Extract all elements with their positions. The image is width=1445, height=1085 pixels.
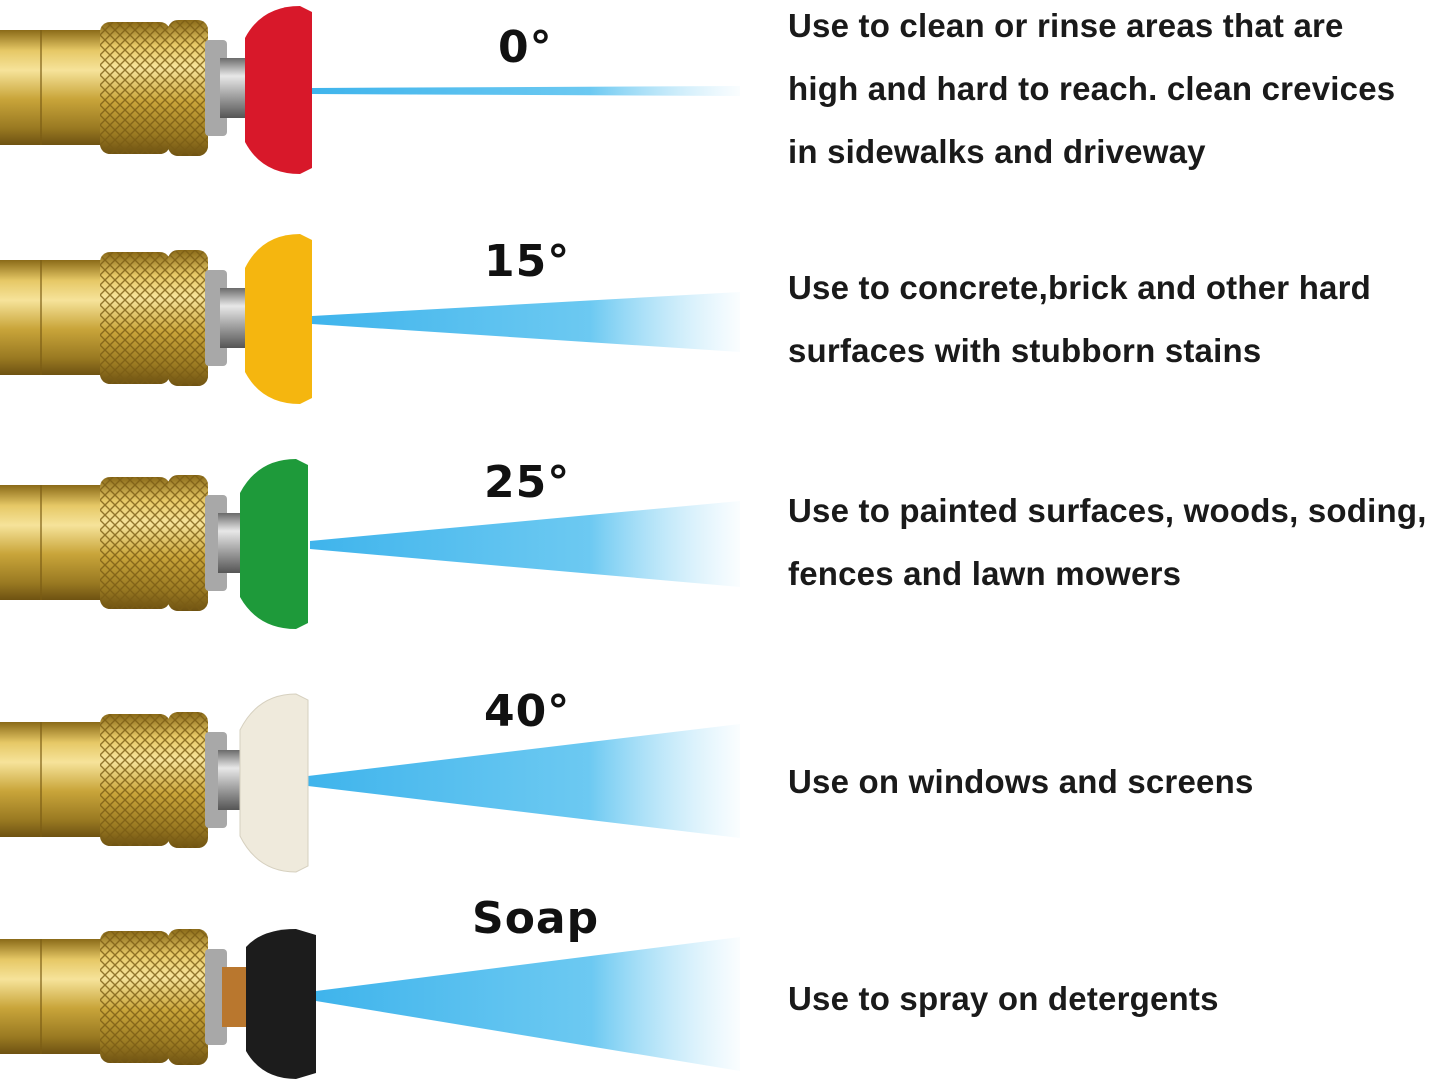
nozzle-2-illustration — [0, 459, 740, 629]
nozzle-4-illustration — [0, 929, 740, 1079]
nozzle-row-3: 40° Use on windows and screens — [0, 686, 1445, 880]
nozzle-2-description: Use to painted surfaces, woods, soding, … — [788, 479, 1443, 605]
description-line: Use to clean or rinse areas that are — [788, 7, 1344, 44]
nozzle-1-spray — [312, 292, 740, 352]
nozzle-3-label: 40° — [484, 686, 571, 737]
nozzle-4-label: Soap — [472, 893, 600, 944]
nozzle-row-0: 0° Use to clean or rinse areas that are … — [0, 0, 1445, 180]
nozzle-1-tip — [245, 234, 312, 404]
nozzle-0-tip — [245, 6, 312, 174]
nozzle-1-illustration — [0, 234, 740, 404]
nozzle-0-illustration — [0, 6, 740, 174]
nozzle-3-description: Use on windows and screens — [788, 750, 1443, 813]
description-line: Use to concrete,brick and other hard — [788, 269, 1372, 306]
description-line: in sidewalks and driveway — [788, 133, 1206, 170]
nozzle-4-description: Use to spray on detergents — [788, 967, 1443, 1030]
nozzle-row-2: 25° Use to painted surfaces, woods, sodi… — [0, 455, 1445, 635]
nozzle-0-spray — [312, 86, 740, 96]
nozzle-3-tip — [239, 693, 309, 873]
nozzle-1-label: 15° — [484, 236, 571, 287]
nozzle-0-description: Use to clean or rinse areas that are hig… — [788, 0, 1443, 183]
nozzle-3-illustration — [0, 693, 740, 873]
description-line: Use to painted surfaces, woods, soding, — [788, 492, 1427, 529]
nozzle-2-tip — [240, 459, 308, 629]
nozzle-4-spray — [316, 937, 740, 1071]
nozzle-0-label: 0° — [498, 22, 553, 73]
description-line: Use to spray on detergents — [788, 980, 1219, 1017]
description-line: high and hard to reach. clean crevices — [788, 70, 1396, 107]
nozzle-4-tip — [246, 929, 316, 1079]
nozzle-2-spray — [310, 501, 740, 587]
description-line: fences and lawn mowers — [788, 555, 1182, 592]
nozzle-2-label: 25° — [484, 457, 571, 508]
nozzle-row-1: 15° Use to concrete,brick and other hard… — [0, 230, 1445, 410]
description-line: Use on windows and screens — [788, 763, 1254, 800]
nozzle-3-spray — [308, 724, 740, 838]
description-line: surfaces with stubborn stains — [788, 332, 1262, 369]
nozzle-row-4: Soap Use to spray on detergents — [0, 893, 1445, 1085]
nozzle-1-description: Use to concrete,brick and other hard sur… — [788, 256, 1443, 382]
